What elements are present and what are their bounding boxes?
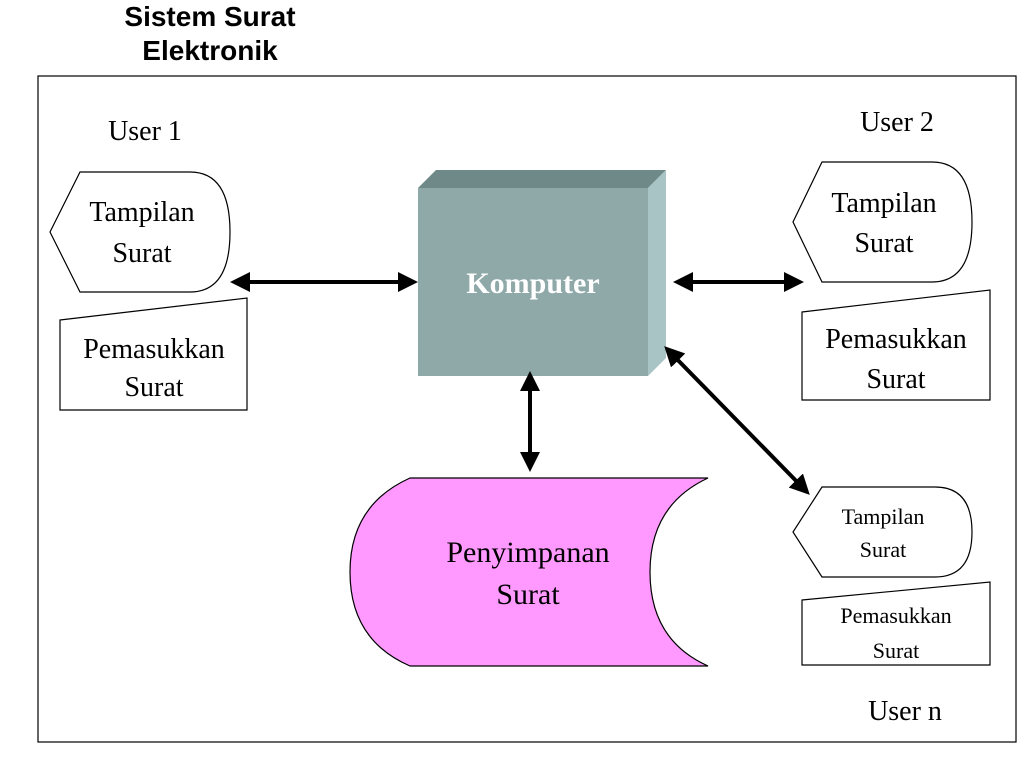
diagram-frame xyxy=(37,75,1017,743)
usern-input-line1: Pemasukkan xyxy=(840,603,951,628)
computer-label: Komputer xyxy=(466,267,599,300)
storage-line2: Surat xyxy=(496,578,560,611)
user2-display-line2: Surat xyxy=(854,228,913,259)
user2-display-line1: Tampilan xyxy=(831,188,936,219)
computer-box: Komputer xyxy=(418,170,666,376)
user1-input-line2: Surat xyxy=(124,372,183,403)
user2-label: User 2 xyxy=(860,107,934,138)
user1-display-line1: Tampilan xyxy=(89,197,194,228)
diagram-title: Sistem Surat Elektronik xyxy=(60,0,360,68)
storage-shape: Penyimpanan Surat xyxy=(349,477,709,667)
user1-display-line2: Surat xyxy=(112,238,171,269)
usern-display-line2: Surat xyxy=(860,537,906,562)
user1-input-line1: Pemasukkan xyxy=(83,334,225,365)
usern-label: User n xyxy=(868,696,942,727)
user1-input-shape: Pemasukkan Surat xyxy=(59,297,248,411)
usern-input-shape: Pemasukkan Surat xyxy=(801,581,991,666)
user2-display-shape: Tampilan Surat xyxy=(792,161,973,283)
user2-input-line2: Surat xyxy=(866,364,925,395)
storage-line1: Penyimpanan xyxy=(446,536,609,569)
user1-label: User 1 xyxy=(108,116,182,147)
computer-box-front xyxy=(418,188,648,376)
computer-box-top xyxy=(418,170,666,188)
title-line-1: Sistem Surat xyxy=(124,1,296,32)
usern-display-shape: Tampilan Surat xyxy=(792,486,973,578)
arrow-computer-usern xyxy=(664,346,810,495)
user2-input-shape: Pemasukkan Surat xyxy=(801,289,991,401)
title-line-2: Elektronik xyxy=(142,35,278,66)
computer-box-side xyxy=(648,170,666,376)
usern-input-line2: Surat xyxy=(873,638,919,663)
user2-input-line1: Pemasukkan xyxy=(825,324,967,355)
usern-display-line1: Tampilan xyxy=(842,504,925,529)
user1-display-shape: Tampilan Surat xyxy=(49,171,231,293)
